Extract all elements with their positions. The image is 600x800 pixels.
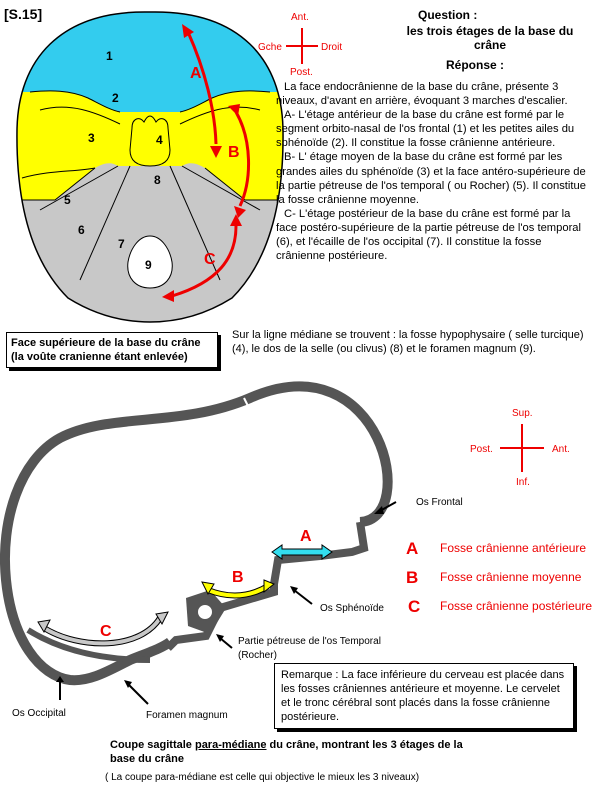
skull-vault-outline (0, 381, 393, 686)
region-number-label: 4 (156, 133, 163, 147)
remark-box: Remarque : La face inférieure du cerveau… (274, 663, 574, 729)
fossa-legend: A Fosse crânienne antérieure B Fosse crâ… (406, 539, 592, 616)
answer-paragraph: B- L' étage moyen de la base du crâne es… (276, 151, 586, 206)
answer-label: Réponse : (446, 58, 505, 72)
arrow-letter: A (190, 65, 202, 82)
orient-ant: Ant. (291, 12, 309, 23)
region-number-label: 7 (118, 237, 125, 251)
region-number-label: 8 (154, 173, 161, 187)
region-number-label: 6 (78, 223, 85, 237)
anterior-middle-floor (218, 521, 369, 612)
region-number-label: 1 (106, 49, 113, 63)
region-number-label: 9 (145, 258, 152, 272)
answer-paragraph: La face endocrânienne de la base du crân… (276, 81, 568, 108)
sagittal-letter-b: B (232, 569, 244, 586)
petrous-canal (196, 603, 214, 621)
bottom-caption: Coupe sagittale para-médiane du crâne, m… (110, 738, 490, 766)
fossa-b-arrow (207, 584, 270, 598)
arrow-b-curve (234, 111, 251, 207)
arrow-c-head-top (230, 214, 242, 226)
caption-post: du crâne, montrant les 3 étages de la ba… (110, 739, 463, 765)
question-text: les trois étages de la base du crâne (406, 24, 574, 52)
label-petrous-1: Partie pétreuse de l'os Temporal (238, 636, 381, 647)
legend-text-a: Fosse crânienne antérieure (440, 541, 586, 555)
midline-text: Sur la ligne médiane se trouvent : la fo… (232, 329, 584, 355)
answer-text: La face endocrânienne de la base du crân… (276, 80, 590, 263)
orientation-cross-bottom: Sup. Inf. Post. Ant. (470, 408, 570, 488)
sagittal-letter-a: A (300, 528, 312, 545)
answer-paragraph: C- L'étage postérieur de la base du crân… (276, 207, 581, 263)
arrow-letter: B (228, 144, 240, 161)
orient-droit: Droit (321, 42, 342, 53)
sagittal-letter-c: C (100, 623, 112, 640)
arrow-a-head-top (182, 24, 194, 38)
label-os-frontal: Os Frontal (416, 497, 463, 508)
region-number-label: 5 (64, 193, 71, 207)
legend-text-c: Fosse crânienne postérieure (440, 599, 592, 613)
orientation-cross-top: Ant. Post. Gche Droit (258, 12, 342, 78)
slide-code: [S.15] (4, 6, 43, 22)
region-9-foramen (127, 235, 173, 289)
fossa-a-arrow (271, 544, 333, 560)
region-4-sella (129, 115, 171, 167)
legend-text-b: Fosse crânienne moyenne (440, 570, 582, 584)
caption-underlined: para-médiane (194, 739, 267, 751)
label-os-occipital: Os Occipital (12, 708, 66, 719)
legend-letter-c: C (408, 597, 420, 616)
arrow-a-head-bottom (210, 146, 222, 158)
orient-inf: Inf. (516, 477, 530, 488)
region-number-label: 2 (112, 91, 119, 105)
bottom-note: ( La coupe para-médiane est celle qui ob… (105, 772, 420, 783)
orient-gche: Gche (258, 42, 282, 53)
orient-ant-b: Ant. (552, 444, 570, 455)
question-label: Question : (418, 8, 478, 22)
region-number-label: 3 (88, 131, 95, 145)
sagittal-section-diagram: A B C Os Frontal Os Sphénoïde Partie pét… (0, 381, 463, 721)
fossa-c-arrow (42, 616, 162, 646)
arrow-a-curve (186, 31, 218, 145)
region-1-cyan (16, 11, 284, 112)
arrow-b-head-bottom (234, 206, 246, 218)
label-petrous-2: (Rocher) (238, 650, 277, 661)
label-os-sphenoide: Os Sphénoïde (320, 603, 384, 614)
orient-post-b: Post. (470, 444, 493, 455)
caption-pre: Coupe sagittale (110, 739, 195, 751)
label-foramen-magnum: Foramen magnum (146, 710, 228, 721)
answer-paragraph: A- L'étage antérieur de la base du crâne… (276, 109, 575, 150)
legend-letter-b: B (406, 568, 418, 587)
occipital-squama (26, 627, 151, 663)
caption-top: Face supérieure de la base du crâne (la … (6, 332, 218, 368)
arrow-b-head-top (228, 104, 240, 116)
arrow-letter: C (204, 251, 216, 268)
arrow-c-head-bottom (162, 290, 174, 302)
skull-outline (16, 11, 284, 323)
arrow-c-curve (171, 225, 238, 298)
orient-sup: Sup. (512, 408, 533, 419)
legend-letter-a: A (406, 539, 418, 558)
orient-post: Post. (290, 67, 313, 78)
